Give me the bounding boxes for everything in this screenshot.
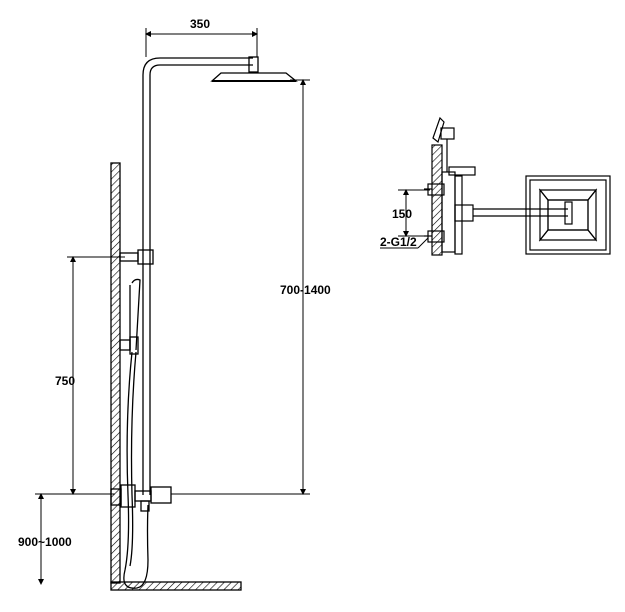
overhead-shower-head (210, 56, 298, 82)
inlet-spacing-label: 150 (392, 207, 412, 221)
riser-pipe (142, 57, 253, 495)
front-elevation-view: 350 700-1400 750 900~1000 (18, 17, 331, 591)
arm-reach-label: 350 (190, 17, 210, 31)
handset-holder (119, 336, 139, 355)
mixer-side-view: 150 2-G1/2 (380, 116, 573, 256)
mixer-valve (110, 484, 172, 512)
mixer-height-label: 900~1000 (18, 535, 72, 549)
height-range-label: 700-1400 (280, 283, 331, 297)
shower-head-top-view (525, 175, 611, 255)
slide-height-label: 750 (55, 374, 75, 388)
inlet-size-label: 2-G1/2 (380, 235, 417, 249)
dimension-lines (35, 28, 310, 585)
hand-shower-and-hose (123, 278, 149, 589)
wall-section (110, 162, 242, 591)
